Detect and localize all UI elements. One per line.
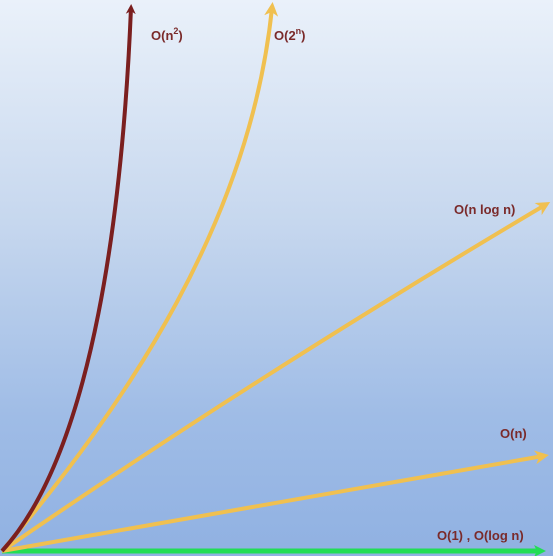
label-n-squared: O(n2)	[151, 26, 183, 43]
label-two-power-n: O(2n)	[274, 26, 306, 43]
curve-n-squared	[0, 4, 136, 553]
label-n-log-n: O(n log n)	[454, 202, 515, 217]
curve-linear	[1, 450, 549, 553]
curve-two-power-n	[0, 2, 279, 553]
label-linear: O(n)	[500, 426, 527, 441]
label-constant-log: O(1) , O(log n)	[437, 528, 524, 543]
curve-n-log-n	[0, 201, 551, 553]
